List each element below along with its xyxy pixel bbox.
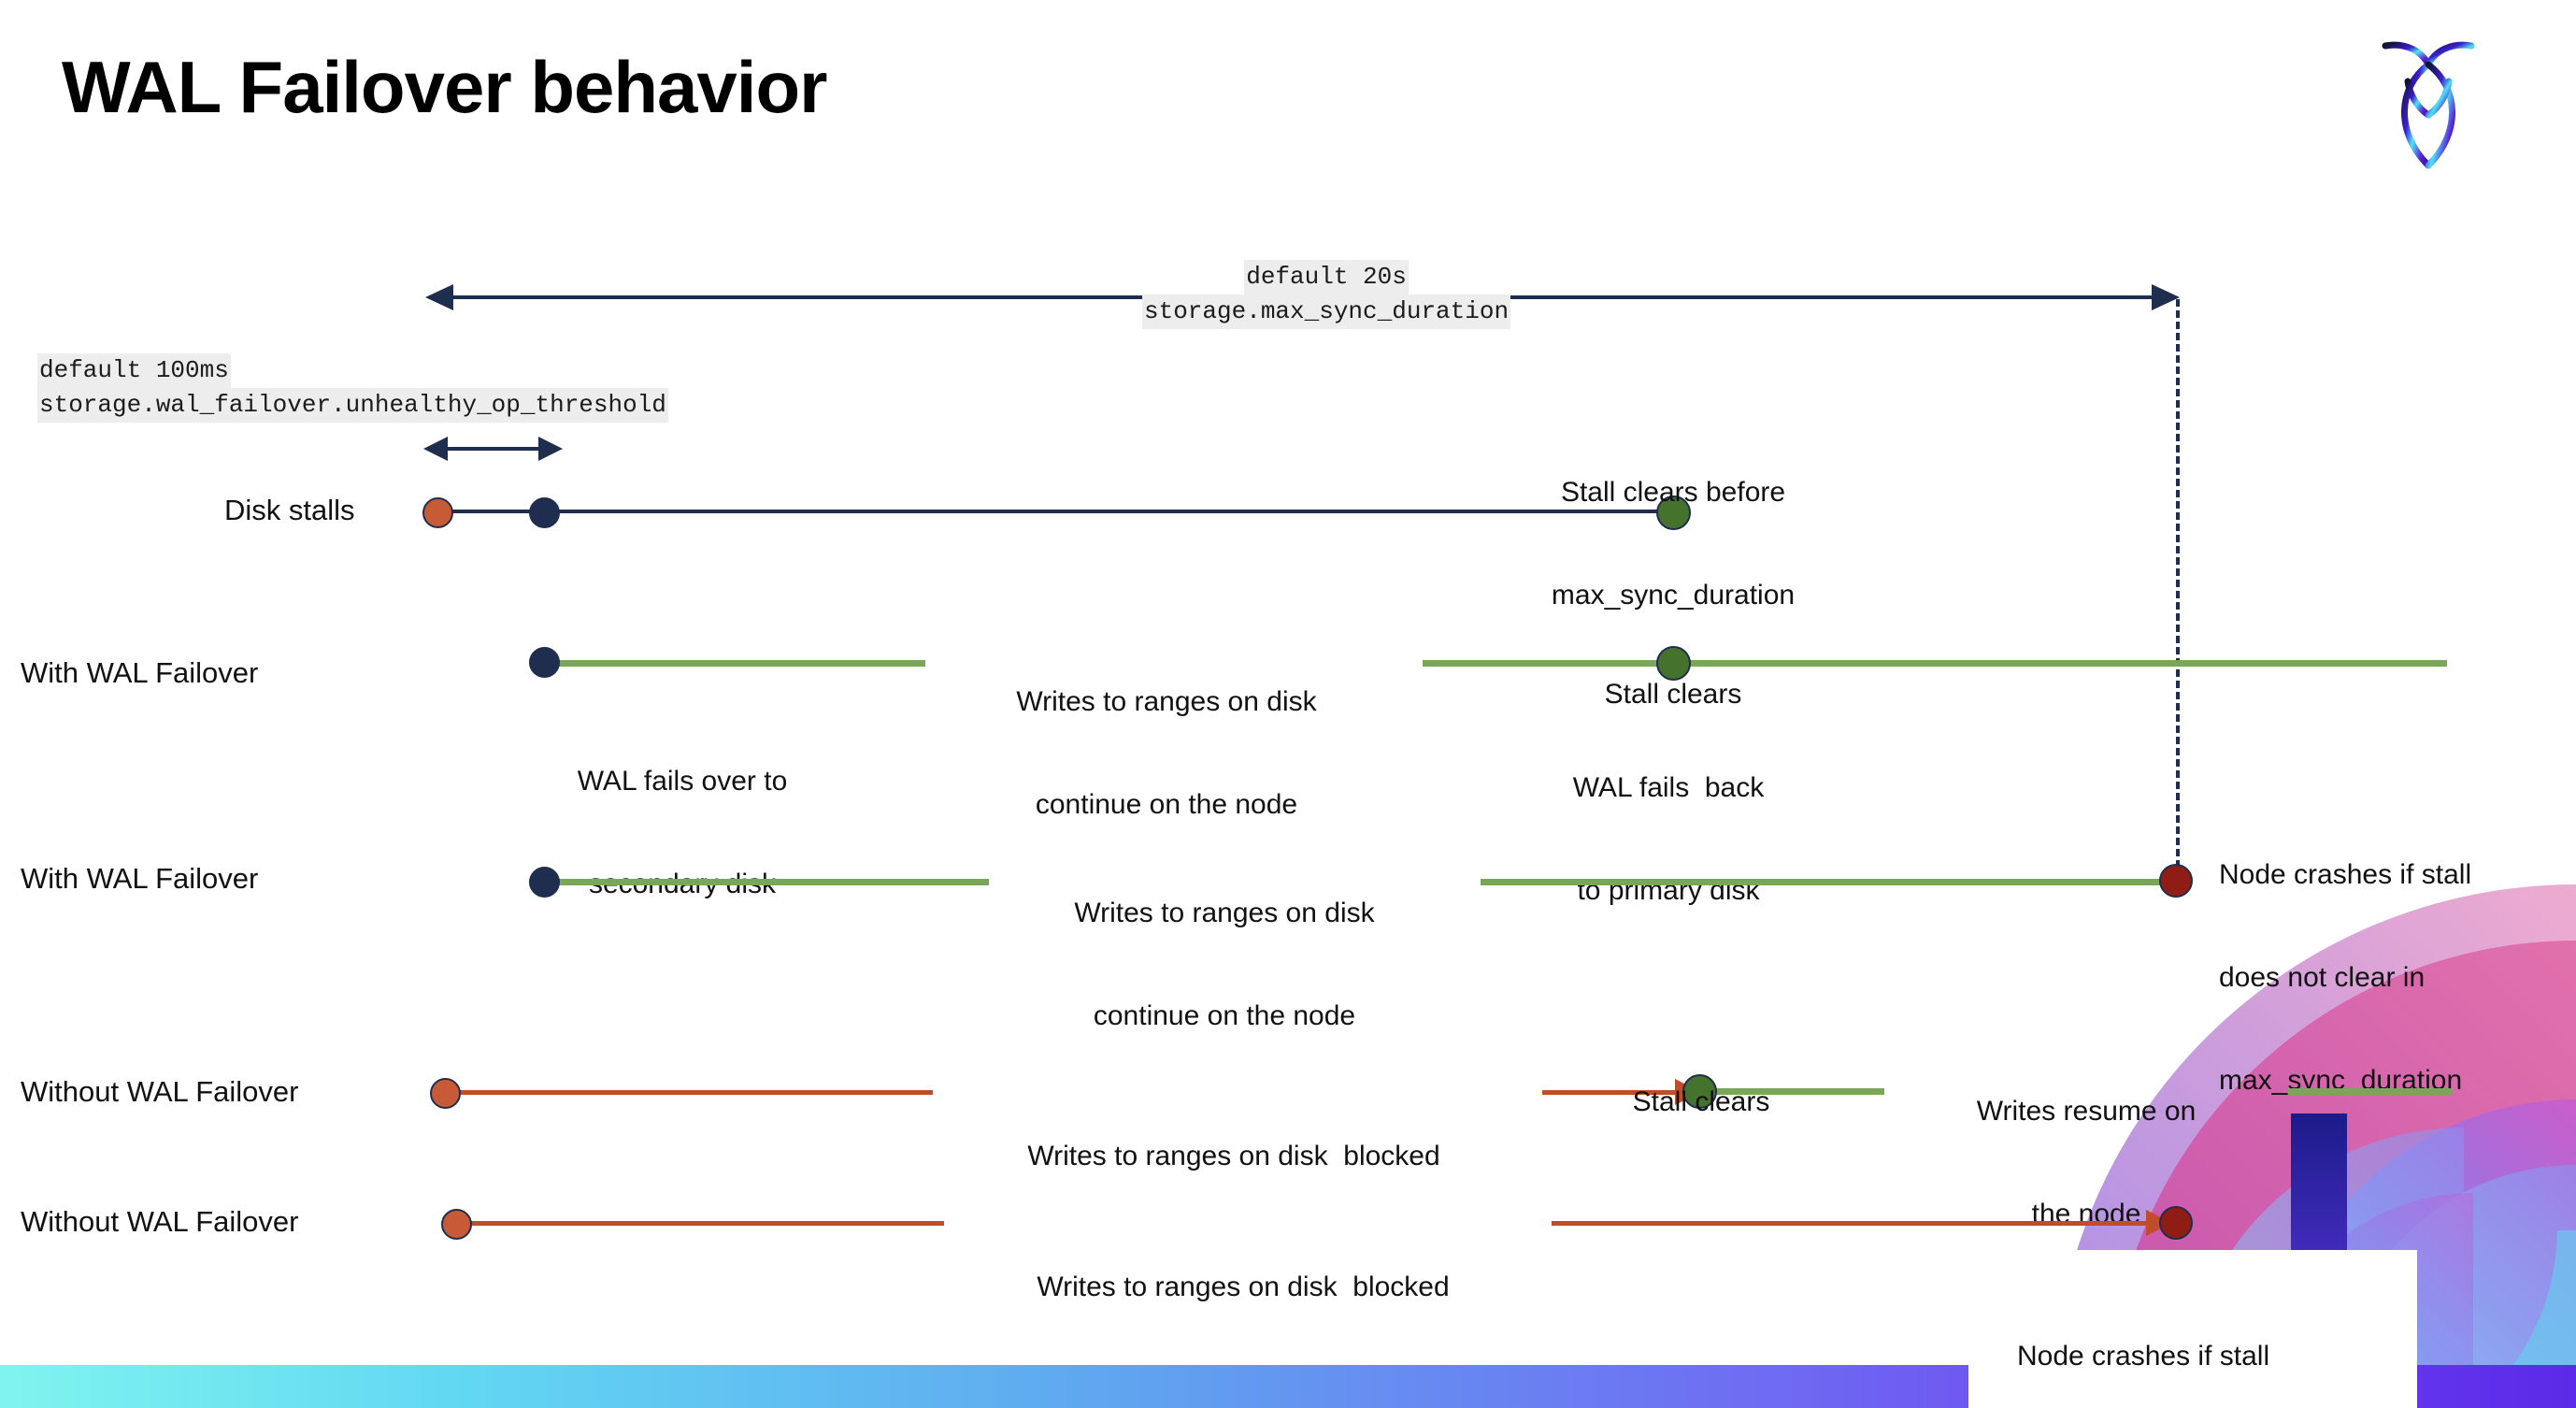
writes-blocked-note-row5: Writes to ranges on disk blocked — [944, 1202, 1542, 1373]
max-sync-default-text: default 20s — [1244, 260, 1409, 295]
writes-continue-2-line1: Writes to ranges on disk — [1074, 898, 1375, 929]
stall-clears-before-line2: max_sync_duration — [1551, 579, 1796, 611]
node-crashes-row3-line2: does not clear in — [2219, 961, 2426, 993]
with-wal-failover-1-segment-b — [1423, 660, 2447, 667]
stall-clears-row4-text: Stall clears — [1632, 1086, 1770, 1118]
writes-continue-note-2: Writes to ranges on disk continue on the… — [1000, 828, 1449, 1102]
page-title: WAL Failover behavior — [62, 46, 827, 128]
writes-continue-note-1: Writes to ranges on disk continue on the… — [942, 617, 1391, 891]
max-sync-span-arrow-left-icon — [425, 284, 453, 310]
writes-blocked-row4-text: Writes to ranges on disk blocked — [1027, 1141, 1440, 1172]
with-wal-failover-1-segment-a — [542, 660, 925, 667]
stall-clears-row2-text: Stall clears — [1604, 679, 1742, 711]
wal-fails-back-note: WAL fails back to primary disk — [1496, 703, 1841, 977]
threshold-arrow-left-icon — [423, 437, 448, 461]
wal-fails-over-note: WAL fails over to secondary disk — [477, 697, 888, 970]
writes-continue-1-line2: continue on the node — [1035, 788, 1298, 820]
node-crashes-note-row5: Node crashes if stall does not clear in … — [2017, 1272, 2428, 1408]
without-wal-failover-1-blocked-a — [447, 1090, 933, 1095]
disk-stalls-start-dot — [422, 497, 453, 528]
writes-continue-1-line1: Writes to ranges on disk — [1016, 686, 1317, 718]
without-wal-failover-1-clear-dot — [1682, 1074, 1717, 1109]
writes-resume-line1: Writes resume on — [1976, 1096, 2197, 1128]
stall-clears-before-line1: Stall clears before — [1560, 477, 1786, 509]
stall-clears-note-row2: Stall clears — [1533, 610, 1813, 781]
unhealthy-op-threshold-annotation: default 100ms storage.wal_failover.unhea… — [37, 353, 668, 424]
disk-stalls-threshold-dot — [529, 497, 560, 528]
disk-stalls-timeline — [437, 510, 1673, 513]
without-wal-failover-2-blocked-b — [1552, 1221, 2154, 1226]
writes-resume-line2: the node — [2031, 1198, 2141, 1229]
cockroach-logo-icon — [2380, 33, 2477, 171]
with-wal-failover-2-segment-a — [542, 879, 989, 885]
disk-stalls-clear-dot — [1656, 496, 1691, 530]
row-label-with-wal-failover-2: With WAL Failover — [21, 862, 259, 895]
stall-clears-note-row4: Stall clears — [1561, 1017, 1841, 1188]
node-crashes-row3-line1: Node crashes if stall — [2219, 859, 2472, 891]
row-label-without-wal-failover-2: Without WAL Failover — [21, 1205, 299, 1238]
wal-fails-over-line1: WAL fails over to — [577, 766, 788, 797]
with-wal-failover-2-failover-dot — [529, 867, 560, 898]
with-wal-failover-1-clear-dot — [1656, 646, 1691, 681]
max-sync-setting-text: storage.max_sync_duration — [1142, 295, 1511, 330]
max-sync-duration-guide-line — [2176, 299, 2180, 879]
row-label-with-wal-failover-1: With WAL Failover — [21, 656, 259, 689]
without-wal-failover-1-start-dot — [430, 1078, 461, 1109]
max-sync-duration-annotation: default 20s storage.max_sync_duration — [1142, 260, 1511, 330]
max-sync-span-arrow-right-icon — [2152, 284, 2180, 310]
with-wal-failover-2-crash-dot — [2159, 864, 2193, 898]
wal-fails-back-line1: WAL fails back — [1572, 772, 1765, 804]
with-wal-failover-1-failover-dot — [529, 647, 560, 678]
row-label-without-wal-failover-1: Without WAL Failover — [21, 1075, 299, 1108]
node-crashes-callout-box — [1968, 1250, 2417, 1408]
row-label-disk-stalls: Disk stalls — [224, 494, 355, 526]
unhealthy-op-threshold-span-line — [437, 447, 551, 451]
unhealthy-op-default-text: default 100ms — [37, 353, 231, 389]
without-wal-failover-2-blocked-a — [458, 1221, 944, 1226]
stall-clears-before-note: Stall clears before max_sync_duration — [1496, 408, 1851, 682]
with-wal-failover-2-segment-b — [1481, 879, 2172, 885]
without-wal-failover-1-resume-a — [1716, 1088, 1884, 1095]
without-wal-failover-2-start-dot — [441, 1209, 472, 1240]
without-wal-failover-1-resume-b — [2288, 1088, 2453, 1095]
writes-blocked-note-row4: Writes to ranges on disk blocked — [935, 1071, 1533, 1243]
writes-resume-note: Writes resume on the node — [1927, 1027, 2245, 1300]
without-wal-failover-2-crash-dot — [2159, 1206, 2193, 1240]
node-crashes-row5-line1: Node crashes if stall — [2017, 1341, 2270, 1372]
unhealthy-op-setting-text: storage.wal_failover.unhealthy_op_thresh… — [37, 388, 668, 424]
writes-blocked-row5-text: Writes to ranges on disk blocked — [1037, 1272, 1450, 1303]
writes-continue-2-line2: continue on the node — [1093, 999, 1356, 1031]
threshold-arrow-right-icon — [538, 437, 563, 461]
node-crashes-note-row3: Node crashes if stall does not clear in … — [2219, 790, 2576, 1167]
without-wal-failover-1-blocked-b — [1542, 1090, 1682, 1095]
